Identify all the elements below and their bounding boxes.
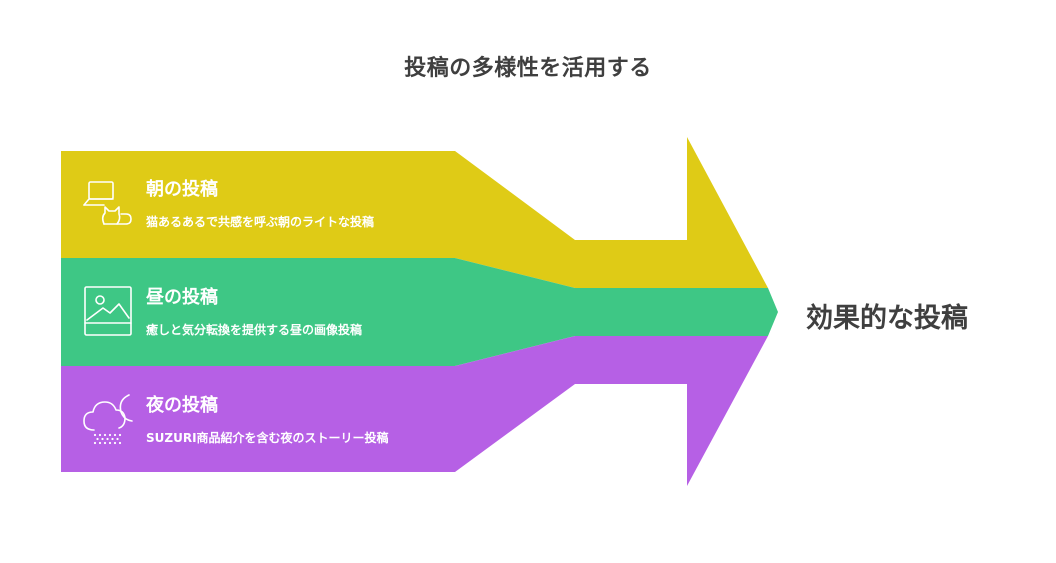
night-post-description: SUZURI商品紹介を含む夜のストーリー投稿 [146, 431, 389, 445]
noon-post-description: 癒しと気分転換を提供する昼の画像投稿 [146, 323, 363, 337]
noon-post-title: 昼の投稿 [146, 287, 218, 308]
night-band [61, 336, 768, 486]
diagram-title: 投稿の多様性を活用する [404, 56, 652, 81]
laptop-cat-icon [83, 181, 132, 225]
night-post-title: 夜の投稿 [146, 395, 218, 416]
morning-post-title: 朝の投稿 [146, 179, 218, 200]
result-label: 効果的な投稿 [806, 303, 968, 334]
cloud-moon-icon [83, 394, 133, 445]
morning-post-description: 猫あるあるで共感を呼ぶ朝のライトな投稿 [146, 215, 375, 229]
morning-band [61, 137, 768, 288]
image-landscape-icon [84, 286, 132, 336]
noon-band [61, 258, 778, 366]
